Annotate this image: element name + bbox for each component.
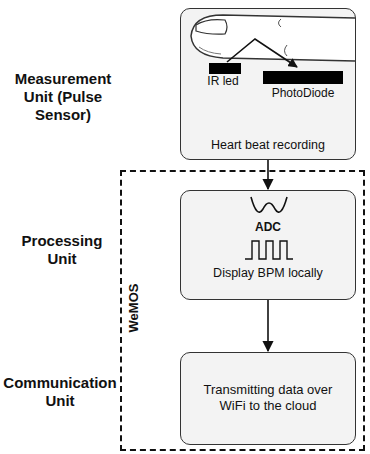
part-label: IR led (200, 74, 246, 89)
part-label: PhotoDiode (258, 86, 348, 101)
finger-tip-shade (199, 47, 221, 54)
box-text: Transmitting data over WiFi to the cloud (193, 382, 343, 414)
finger-outline (191, 15, 355, 61)
processing-box: ADC Display BPM locally (180, 190, 356, 300)
sine-wave-symbol (251, 197, 287, 212)
finger-crease (279, 19, 288, 56)
region-label: WeMOS (126, 278, 142, 338)
unit-label: Measurement Unit (Pulse Sensor) (2, 70, 124, 124)
box-text: Heart beat recording (187, 137, 349, 153)
unit-label: Processing Unit (10, 232, 114, 268)
box-heading: ADC (187, 220, 349, 235)
flow-arrow (267, 160, 269, 189)
light-path-arrow (227, 39, 297, 67)
sensor-box: Heart beat recording (180, 8, 356, 160)
ir-led-symbol (209, 63, 241, 74)
square-wave-symbol (245, 241, 293, 259)
photodiode-symbol (263, 71, 343, 84)
finger-sensor-illustration (181, 9, 355, 99)
finger-nail (196, 20, 227, 35)
unit-label: Communication Unit (2, 374, 118, 410)
flow-arrow (267, 300, 269, 351)
box-text: Display BPM locally (187, 265, 349, 281)
communication-box: Transmitting data over WiFi to the cloud (180, 352, 356, 445)
wemos-region: WeMOS ADC Display BPM locallyTransmitting… (120, 170, 365, 451)
